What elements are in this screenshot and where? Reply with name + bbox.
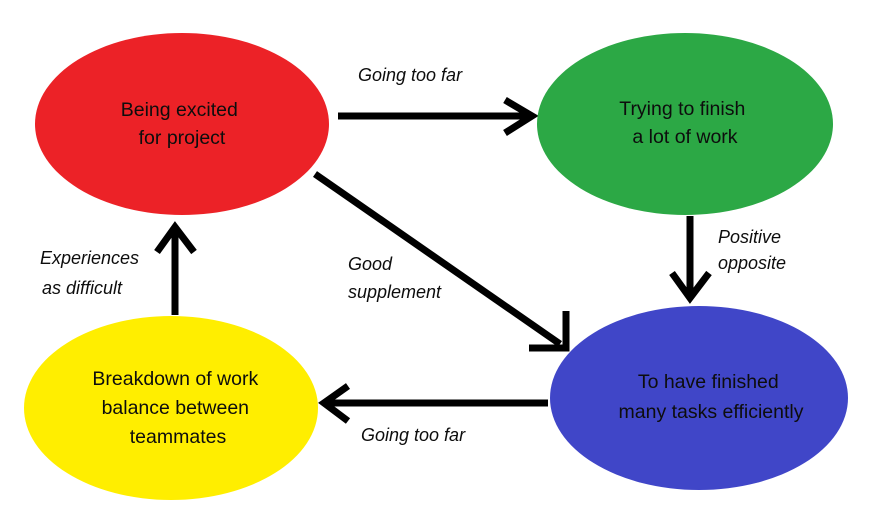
- edge-blue-to-yellow-label: Going too far: [361, 425, 466, 445]
- node-trying-to-finish-a-lot-of-work[interactable]: Trying to finish a lot of work: [537, 33, 833, 215]
- edge-blue-to-yellow[interactable]: Going too far: [318, 383, 548, 445]
- edge-yellow-to-red-label: Experiences as difficult: [40, 248, 144, 298]
- edge-red-to-blue[interactable]: Good supplement: [313, 171, 570, 352]
- red-ellipse: [35, 33, 329, 215]
- node-breakdown-of-work-balance[interactable]: Breakdown of work balance between teamma…: [24, 316, 318, 500]
- edge-red-to-green-arrowhead: [503, 96, 539, 136]
- red-ellipse-label: Being excited for project: [121, 99, 244, 149]
- node-to-have-finished-many-tasks-efficiently[interactable]: To have finished many tasks efficiently: [550, 306, 848, 490]
- blue-ellipse-label: To have finished many tasks efficiently: [619, 371, 804, 423]
- edge-red-to-blue-line: [313, 171, 562, 347]
- edge-blue-to-yellow-arrowhead: [318, 383, 351, 424]
- green-ellipse: [537, 33, 833, 215]
- edge-yellow-to-red[interactable]: Experiences as difficult: [40, 221, 197, 315]
- green-ellipse-label: Trying to finish a lot of work: [619, 98, 751, 148]
- node-being-excited-for-project[interactable]: Being excited for project: [35, 33, 329, 215]
- edge-red-to-blue-label: Good supplement: [348, 254, 442, 302]
- edge-red-to-green[interactable]: Going too far: [338, 65, 539, 136]
- blue-ellipse: [550, 306, 848, 490]
- edge-yellow-to-red-arrowhead: [154, 221, 197, 255]
- edge-red-to-green-label: Going too far: [358, 65, 463, 85]
- yellow-ellipse-label: Breakdown of work balance between teamma…: [92, 368, 263, 448]
- edge-green-to-blue-label: Positive opposite: [718, 227, 786, 273]
- edge-green-to-blue[interactable]: Positive opposite: [669, 216, 786, 304]
- edge-green-to-blue-arrowhead: [669, 270, 712, 304]
- edge-red-to-blue-arrowhead: [529, 311, 570, 352]
- yellow-ellipse: [24, 316, 318, 500]
